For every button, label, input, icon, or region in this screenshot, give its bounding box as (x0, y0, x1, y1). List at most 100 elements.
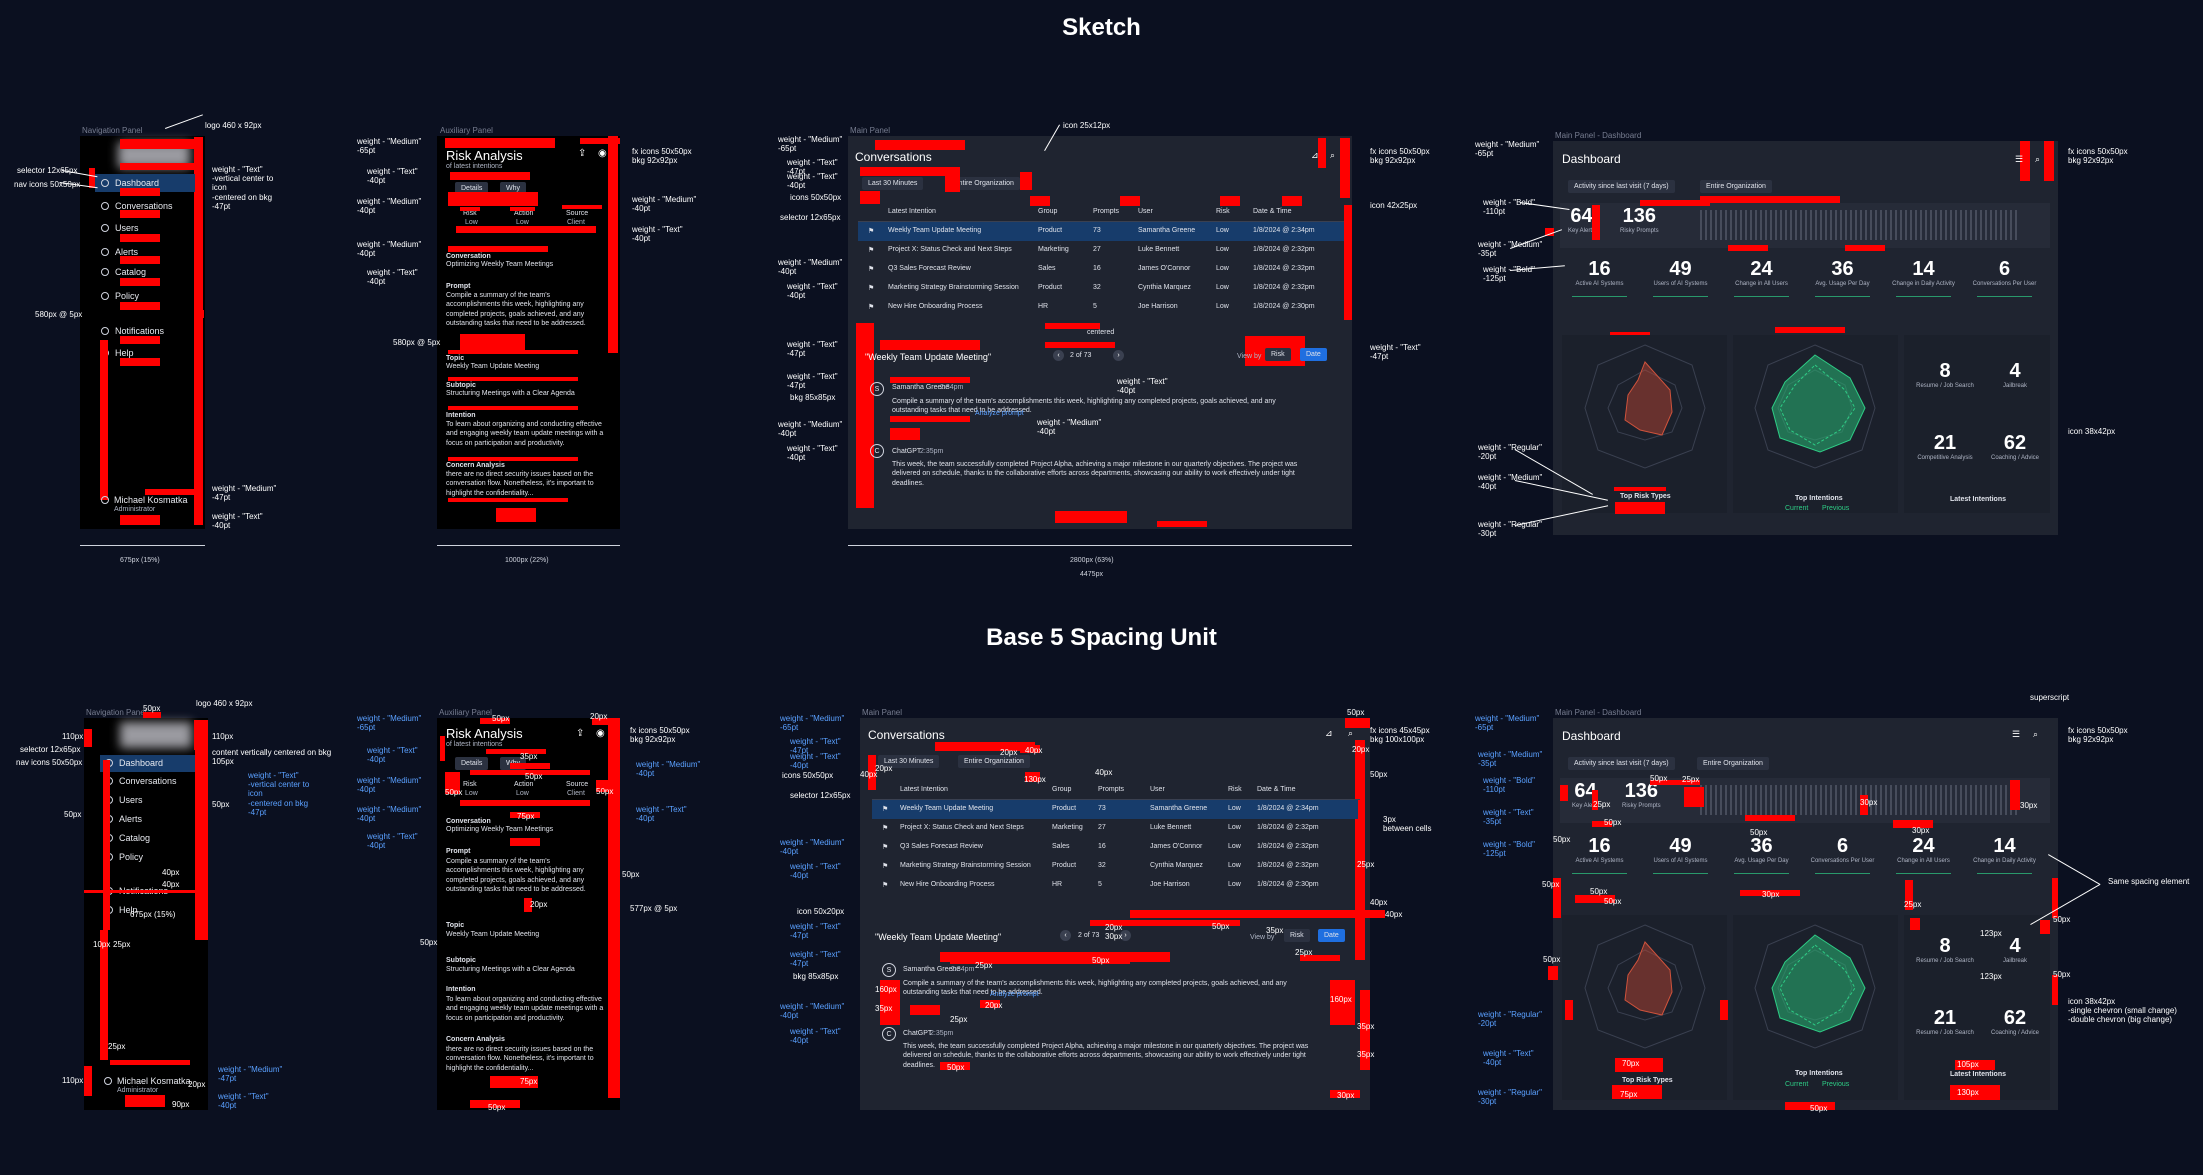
chart-icon[interactable]: ⊿ (1311, 150, 1319, 160)
header-risk[interactable]: Risk (1216, 208, 1230, 215)
toggle-risk[interactable]: Risk (1265, 348, 1291, 361)
search-icon[interactable]: ⌕ (2035, 154, 2041, 164)
nav-item-dashboard[interactable]: Dashboard (115, 178, 160, 188)
msg-user-text: Compile a summary of the team's accompli… (903, 980, 1287, 997)
header-prompts[interactable]: Prompts (1098, 786, 1125, 793)
settings-icon[interactable]: ◉ (596, 728, 605, 739)
nav-item-policy[interactable]: Policy (119, 852, 144, 862)
nav-item-conversations[interactable]: Conversations (115, 201, 173, 211)
nav-item-conversations[interactable]: Conversations (119, 776, 177, 786)
annotation: weight - "Text" -40pt (787, 444, 838, 463)
user-name[interactable]: Michael Kosmatka (117, 1076, 191, 1086)
header-datetime[interactable]: Date & Time (1253, 208, 1292, 215)
prompt-heading: Prompt (446, 283, 471, 290)
filter-time[interactable]: Last 30 Minutes (878, 755, 940, 768)
tab-details[interactable]: Details (455, 182, 489, 195)
header-latest-intention[interactable]: Latest Intention (900, 786, 948, 793)
settings-icon[interactable]: ◉ (598, 148, 607, 159)
nav-item-users[interactable]: Users (115, 223, 139, 233)
filter-org[interactable]: Entire Organization (948, 177, 1020, 190)
nav-item-help[interactable]: Help (119, 905, 138, 915)
prev-arrow-icon[interactable]: ‹ (1060, 930, 1071, 941)
nav-item-policy[interactable]: Policy (115, 291, 140, 301)
nav-item-users[interactable]: Users (119, 795, 143, 805)
filter-org[interactable]: Entire Organization (1700, 180, 1772, 193)
tab-why[interactable]: Why (500, 182, 526, 195)
header-datetime[interactable]: Date & Time (1257, 786, 1296, 793)
filter-org[interactable]: Entire Organization (1697, 757, 1769, 770)
header-group[interactable]: Group (1038, 208, 1058, 215)
search-icon[interactable]: ⌕ (2033, 729, 2039, 739)
table-cell: 32 (1098, 862, 1106, 869)
next-arrow-icon[interactable]: › (1113, 350, 1124, 361)
table-row[interactable]: ⚑Marketing Strategy Brainstorming Sessio… (858, 279, 1344, 298)
menu-icon[interactable]: ☰ (2015, 154, 2024, 164)
nav-item-catalog[interactable]: Catalog (115, 267, 147, 277)
toggle-date[interactable]: Date (1300, 348, 1327, 361)
search-icon[interactable]: ⌕ (1348, 728, 1354, 738)
header-risk[interactable]: Risk (1228, 786, 1242, 793)
share-icon[interactable]: ⇪ (578, 148, 587, 159)
nav-item-alerts[interactable]: Alerts (119, 814, 143, 824)
header-prompts[interactable]: Prompts (1093, 208, 1120, 215)
filter-time[interactable]: Last 30 Minutes (862, 177, 924, 190)
nav-item-help[interactable]: Help (115, 348, 134, 358)
filter-org[interactable]: Entire Organization (958, 755, 1030, 768)
prev-arrow-icon[interactable]: ‹ (1053, 350, 1064, 361)
nav-item-notifications[interactable]: Notifications (115, 326, 165, 336)
nav-item-dashboard[interactable]: Dashboard (119, 758, 164, 768)
toggle-risk[interactable]: Risk (1284, 929, 1310, 942)
header-user[interactable]: User (1150, 786, 1165, 793)
filter-activity[interactable]: Activity since last visit (7 days) (1568, 180, 1675, 193)
topic-heading: Topic (446, 922, 465, 929)
next-arrow-icon[interactable]: › (1120, 930, 1131, 941)
chart-icon[interactable]: ⊿ (1325, 728, 1333, 738)
nav-item-catalog[interactable]: Catalog (119, 833, 151, 843)
header-group[interactable]: Group (1052, 786, 1072, 793)
analyze-prompt-link[interactable]: Analyze prompt (990, 991, 1039, 998)
share-icon[interactable]: ⇪ (576, 728, 585, 739)
menu-icon[interactable]: ☰ (2012, 729, 2021, 739)
table-row[interactable]: ⚑Marketing Strategy Brainstorming Sessio… (872, 857, 1358, 876)
header-user[interactable]: User (1138, 208, 1153, 215)
user-name[interactable]: Michael Kosmatka (114, 495, 188, 505)
avatar-icon (101, 496, 109, 504)
annotation: weight - "Text" -40pt (790, 752, 841, 771)
header-latest-intention[interactable]: Latest Intention (888, 208, 936, 215)
analyze-prompt-link[interactable]: Analyze prompt (975, 410, 1024, 417)
nav-item-alerts[interactable]: Alerts (115, 247, 139, 257)
filter-activity[interactable]: Activity since last visit (7 days) (1568, 757, 1675, 770)
search-icon[interactable]: ⌕ (1330, 150, 1336, 160)
tab-details[interactable]: Details (455, 757, 489, 770)
annotation: 675px (15%) (130, 910, 176, 919)
toggle-date[interactable]: Date (1318, 929, 1345, 942)
